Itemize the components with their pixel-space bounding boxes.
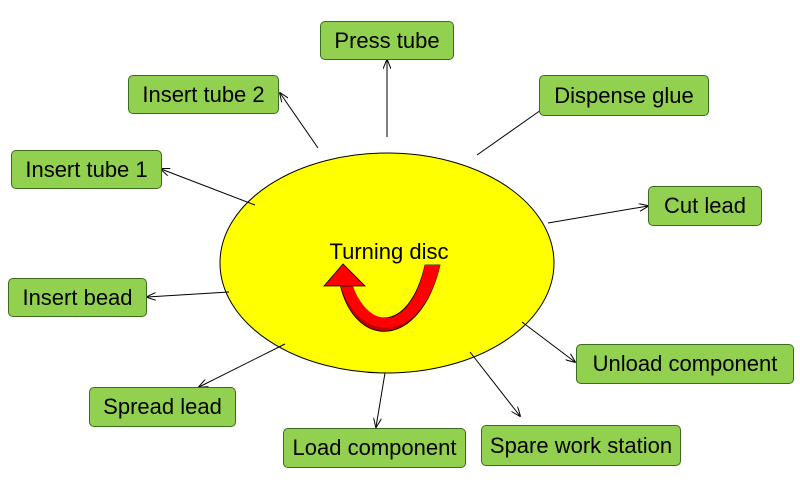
- connector-load-component: [376, 372, 386, 427]
- turning-disc-label: Turning disc: [329, 239, 449, 264]
- station-load-component: Load component: [283, 428, 466, 468]
- connector-spread-lead: [199, 343, 286, 387]
- station-spare-work-station: Spare work station: [481, 425, 681, 466]
- connector-unload-component: [521, 321, 575, 362]
- station-insert-bead: Insert bead: [8, 278, 147, 317]
- connector-cut-lead: [547, 206, 648, 224]
- connector-insert-tube-2: [280, 93, 319, 149]
- curved-rotation-arrow-icon: [323, 263, 441, 332]
- connector-spare-work-station: [469, 351, 520, 416]
- connector-insert-bead: [147, 291, 230, 297]
- station-press-tube: Press tube: [320, 21, 454, 60]
- station-spread-lead: Spread lead: [89, 387, 236, 427]
- station-unload-component: Unload component: [576, 344, 794, 384]
- connector-dispense-glue: [476, 109, 542, 156]
- station-insert-tube-1: Insert tube 1: [11, 150, 162, 189]
- station-cut-lead: Cut lead: [648, 186, 762, 226]
- connector-insert-tube-1: [161, 169, 256, 206]
- turning-disc: [219, 152, 555, 374]
- station-insert-tube-2: Insert tube 2: [128, 75, 279, 114]
- station-dispense-glue: Dispense glue: [539, 75, 709, 116]
